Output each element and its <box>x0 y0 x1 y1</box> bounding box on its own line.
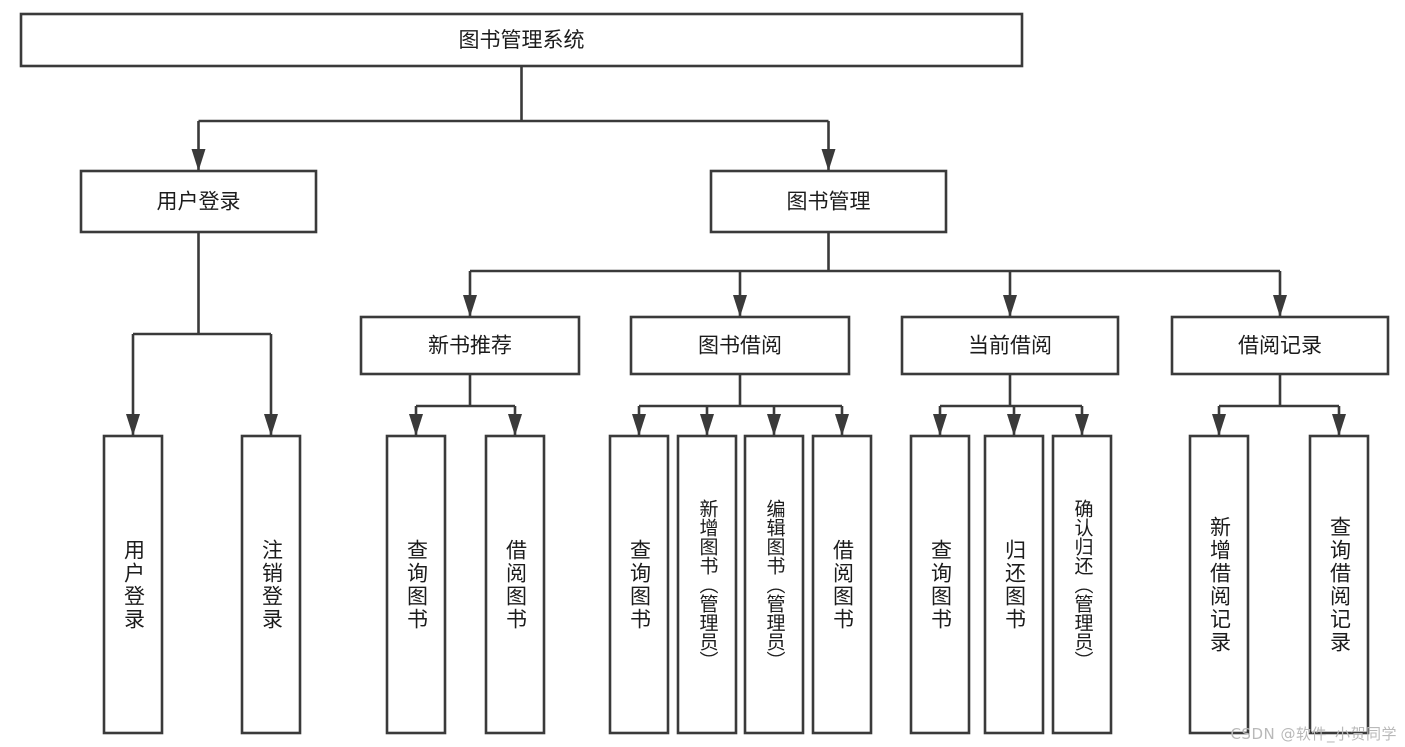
leaf-confirm-return-admin-box[interactable] <box>1051 434 1113 735</box>
arrowhead-icon <box>1332 414 1346 436</box>
arrowhead-icon <box>821 149 836 171</box>
node-book-manage-box[interactable] <box>709 169 948 234</box>
leaf-edit-book-admin-box[interactable] <box>743 434 805 735</box>
arrowhead-icon <box>835 414 849 436</box>
leaf-query-book-cur-box[interactable] <box>909 434 971 735</box>
watermark-text: CSDN @软件_小贺同学 <box>1230 725 1397 743</box>
node-root-label: 图书管理系统 <box>459 28 585 52</box>
node-current-borrow-box[interactable] <box>900 315 1120 376</box>
arrowhead-icon <box>933 414 947 436</box>
node-borrow-record-box[interactable] <box>1170 315 1390 376</box>
leaf-query-book-rec-box[interactable] <box>385 434 447 735</box>
arrowhead-icon <box>1007 414 1021 436</box>
arrowhead-icon <box>508 414 522 436</box>
node-boxes-layer <box>19 12 1390 735</box>
arrowhead-icon <box>126 414 140 436</box>
arrowhead-icon <box>700 414 714 436</box>
arrowhead-icon <box>767 414 781 436</box>
leaf-add-record-box[interactable] <box>1188 434 1250 735</box>
node-book-borrow-label: 图书借阅 <box>698 334 782 358</box>
leaf-borrow-book-box[interactable] <box>811 434 873 735</box>
arrowhead-icon <box>191 149 206 171</box>
arrowhead-icon <box>733 295 747 317</box>
leaf-query-book-borrow-box[interactable] <box>608 434 670 735</box>
arrowhead-icon <box>1273 295 1287 317</box>
leaf-user-login-box[interactable] <box>102 434 164 735</box>
arrowhead-icon <box>1212 414 1226 436</box>
leaf-query-record-box[interactable] <box>1308 434 1370 735</box>
node-borrow-record-label: 借阅记录 <box>1238 334 1322 358</box>
node-book-borrow-box[interactable] <box>629 315 851 376</box>
node-new-book-recommend-label: 新书推荐 <box>428 334 512 358</box>
node-new-book-recommend-box[interactable] <box>359 315 581 376</box>
leaf-logout-box[interactable] <box>240 434 302 735</box>
leaf-add-book-admin-box[interactable] <box>676 434 738 735</box>
arrowhead-icon <box>409 414 423 436</box>
arrowhead-icon <box>1075 414 1089 436</box>
node-book-manage-label: 图书管理 <box>787 190 871 214</box>
node-user-login-box[interactable] <box>79 169 318 234</box>
connectors-layer <box>126 66 1346 436</box>
leaf-borrow-book-rec-box[interactable] <box>484 434 546 735</box>
arrowhead-icon <box>463 295 477 317</box>
leaf-return-book-box[interactable] <box>983 434 1045 735</box>
arrowhead-icon <box>264 414 278 436</box>
node-user-login-label: 用户登录 <box>157 190 241 214</box>
arrowhead-icon <box>632 414 646 436</box>
node-current-borrow-label: 当前借阅 <box>968 334 1052 358</box>
node-root-box[interactable] <box>19 12 1024 68</box>
arrowhead-icon <box>1003 295 1017 317</box>
